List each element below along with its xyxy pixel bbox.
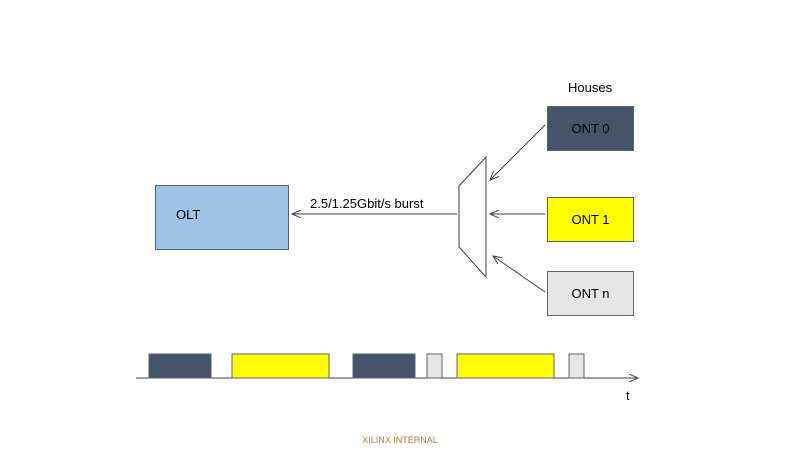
burst-slot [231,353,330,379]
burst-slot [148,353,212,379]
ont-0-label: ONT 0 [571,121,610,136]
ont-n-label: ONT n [571,286,610,301]
ont-1-box: ONT 1 [547,197,634,242]
burst-slot [456,353,555,379]
burst-timeline [148,353,585,379]
burst-rate-label: 2.5/1.25Gbit/s burst [310,196,424,211]
splitter-shape [458,155,487,279]
burst-slot [352,353,416,379]
ont-1-label: ONT 1 [571,212,610,227]
burst-slot [568,353,585,379]
houses-label: Houses [568,80,613,95]
olt-box: OLT [155,185,289,250]
ont-n-box: ONT n [547,271,634,316]
olt-label: OLT [176,207,201,222]
arrow-ont0-to-splitter [490,124,546,180]
arrow-ontn-to-splitter [493,256,546,293]
footer-label: XILINX INTERNAL [362,435,438,445]
time-axis-label: t [626,388,630,403]
ont-0-box: ONT 0 [547,106,634,151]
burst-slot [426,353,443,379]
